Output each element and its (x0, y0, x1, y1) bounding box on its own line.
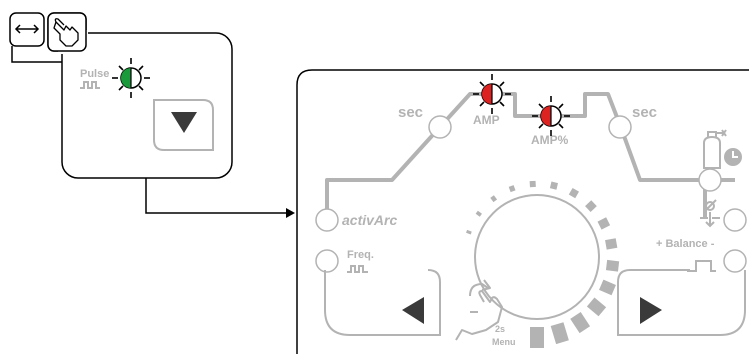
dial-segments (466, 180, 620, 348)
small-panel (61, 32, 233, 179)
left-button[interactable] (324, 269, 441, 336)
double-arrow-icon (14, 24, 40, 34)
triangle-right-icon (640, 297, 662, 324)
dial-segment (549, 181, 558, 190)
dial-segment (550, 322, 569, 345)
connector-line (145, 178, 286, 214)
dial-segment (599, 279, 616, 296)
amp-led-fill (482, 84, 492, 104)
pulse-led-fill (121, 68, 131, 88)
triangle-down-icon (171, 112, 197, 133)
gas-postflow-point[interactable] (698, 168, 722, 192)
main-panel (296, 69, 749, 354)
dial-segment (568, 187, 580, 199)
dial-segment (508, 185, 516, 193)
sec-right-label: sec (632, 104, 657, 121)
menu-2s-label: 2s (495, 324, 505, 334)
amp-percent-led (532, 96, 570, 136)
freq-wave-icon (347, 265, 368, 273)
gas-bottle-timer-icon (703, 129, 727, 169)
amp-led (473, 74, 511, 114)
activarc-point[interactable] (315, 208, 339, 232)
connector-arrow-icon (286, 208, 295, 218)
process-line-right (490, 92, 707, 218)
dial-segment (466, 229, 472, 235)
balance-wave-icon (687, 260, 716, 272)
freq-label: Freq. (347, 249, 374, 261)
dial-segment (586, 297, 607, 317)
activarc-label: activArc (342, 212, 397, 228)
balance-point[interactable] (723, 249, 747, 273)
amp-percent-led-fill (541, 106, 551, 126)
dial-segment (605, 259, 620, 272)
dial-segment (605, 238, 618, 250)
dial-segment (570, 312, 591, 334)
right-button[interactable] (617, 269, 746, 336)
balance-label: + Balance - (656, 238, 715, 250)
amp-percent-label: AMP% (531, 133, 569, 147)
freq-point[interactable] (315, 249, 339, 273)
triangle-left-icon (402, 297, 424, 324)
pulse-led (112, 58, 150, 98)
sec-right-point[interactable] (608, 115, 632, 139)
menu-label: Menu (492, 337, 516, 347)
dial-segment (530, 327, 544, 348)
dial-segment (475, 210, 482, 217)
gas-flow-point[interactable] (723, 208, 747, 232)
amp-label: AMP (473, 113, 500, 127)
dial-segment (490, 195, 498, 203)
rotary-knob[interactable] (466, 180, 620, 348)
down-button[interactable] (153, 99, 214, 151)
dial-segment (529, 180, 536, 188)
pulse-label: Pulse (80, 68, 109, 80)
small-panel-tab-outline (11, 46, 62, 63)
sec-left-point[interactable] (428, 115, 452, 139)
gas-flow-icon (700, 199, 720, 228)
dial-segment (597, 217, 611, 230)
pulse-wave-icon (80, 81, 100, 89)
dial-segment (585, 200, 597, 212)
sec-left-label: sec (398, 104, 423, 121)
menu-hand-icon (455, 279, 503, 341)
